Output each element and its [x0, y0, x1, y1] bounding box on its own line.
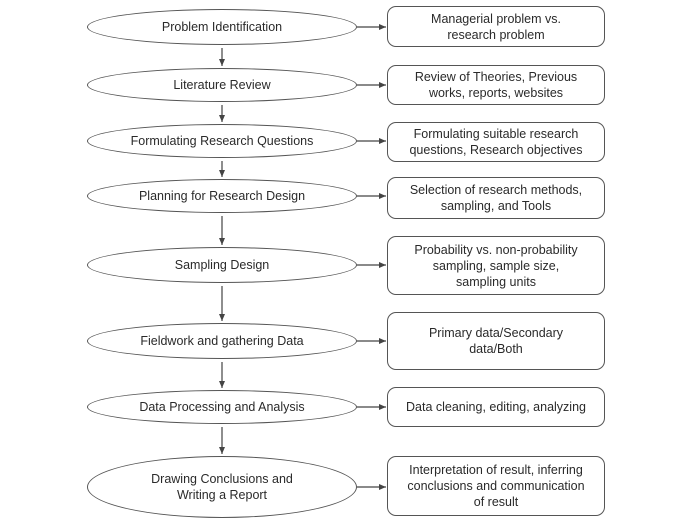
step-ellipse: Problem Identification: [87, 9, 357, 45]
step-ellipse: Literature Review: [87, 68, 357, 102]
step-detail-box: Data cleaning, editing, analyzing: [387, 387, 605, 427]
step-detail-box: Managerial problem vs. research problem: [387, 6, 605, 47]
step-detail-text: Review of Theories, Previous works, repo…: [414, 70, 578, 100]
step-ellipse: Fieldwork and gathering Data: [87, 323, 357, 359]
step-detail-text: Managerial problem vs. research problem: [431, 11, 561, 42]
step-detail-box: Probability vs. non-probability sampling…: [387, 236, 605, 295]
step-detail-text: Interpretation of result, inferring conc…: [407, 463, 585, 509]
step-detail-text: Selection of research methods, sampling,…: [409, 183, 583, 213]
step-ellipse: Planning for Research Design: [87, 179, 357, 213]
step-ellipse: Formulating Research Questions: [87, 124, 357, 158]
step-detail-box: Interpretation of result, inferring conc…: [387, 456, 605, 516]
step-label: Fieldwork and gathering Data: [140, 334, 304, 348]
step-detail-text: Data cleaning, editing, analyzing: [406, 400, 586, 414]
step-detail-box: Primary data/Secondary data/Both: [387, 312, 605, 370]
step-label: Drawing Conclusions and Writing a Report: [151, 472, 293, 502]
step-ellipse: Drawing Conclusions and Writing a Report: [87, 456, 357, 518]
step-ellipse: Data Processing and Analysis: [87, 390, 357, 424]
step-detail-box: Selection of research methods, sampling,…: [387, 177, 605, 219]
step-detail-text: Formulating suitable research questions,…: [409, 127, 583, 157]
step-detail-box: Review of Theories, Previous works, repo…: [387, 65, 605, 105]
step-label: Planning for Research Design: [138, 189, 306, 203]
step-detail-text: Primary data/Secondary data/Both: [428, 326, 564, 356]
step-detail-box: Formulating suitable research questions,…: [387, 122, 605, 162]
step-detail-text: Probability vs. non-probability sampling…: [414, 242, 578, 289]
step-label: Problem Identification: [161, 20, 283, 34]
step-label: Data Processing and Analysis: [139, 400, 305, 414]
step-ellipse: Sampling Design: [87, 247, 357, 283]
step-label: Literature Review: [173, 78, 271, 92]
step-label: Formulating Research Questions: [130, 134, 314, 148]
step-label: Sampling Design: [174, 258, 270, 272]
